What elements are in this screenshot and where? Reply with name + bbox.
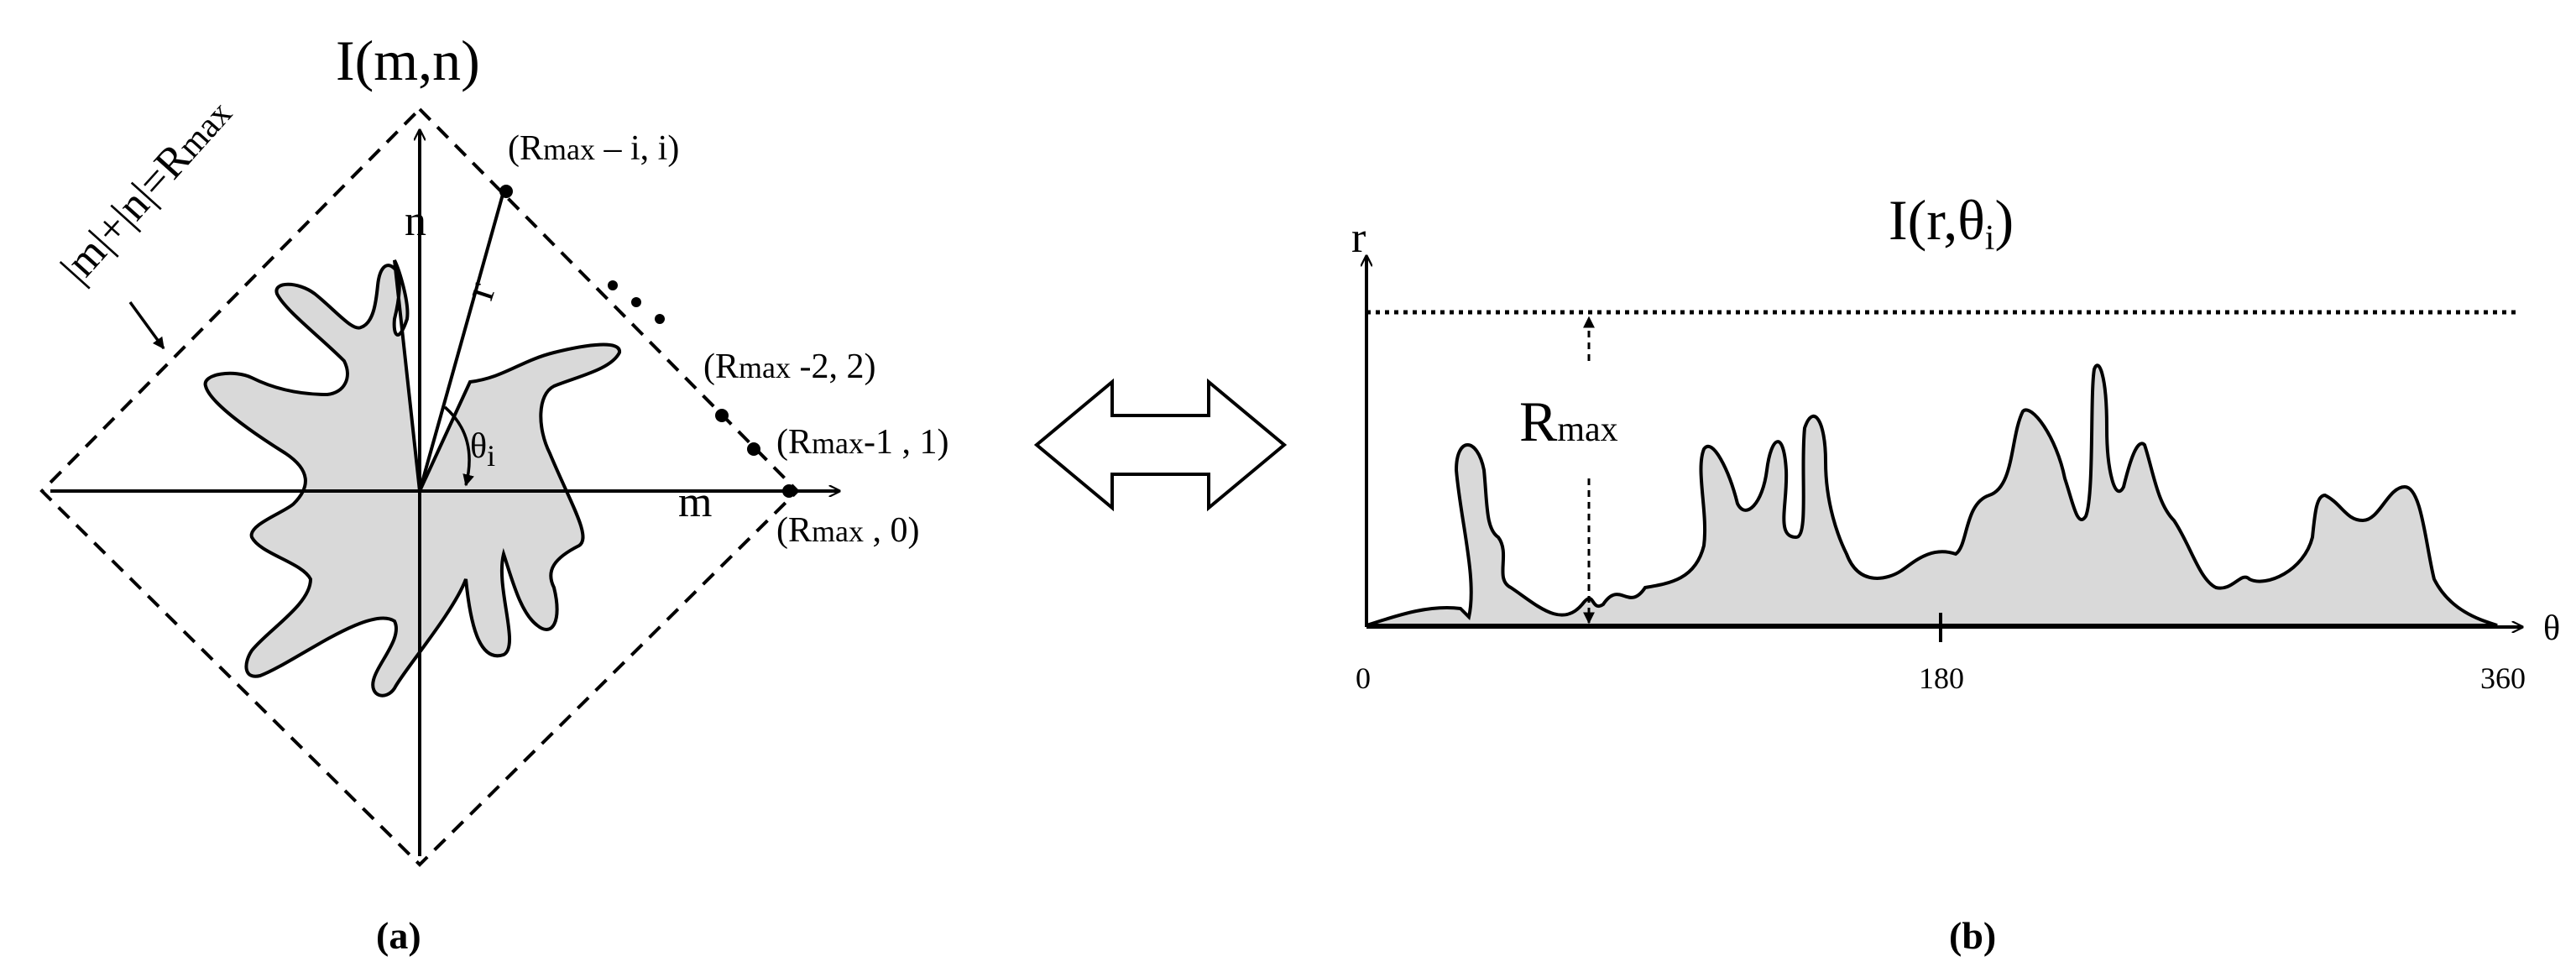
- point-rmax-2: [715, 409, 729, 422]
- axis-theta-label: θ: [2543, 609, 2560, 648]
- blob-shape: [203, 259, 621, 698]
- point-label-rmax-0: (Rmax , 0): [776, 511, 919, 550]
- panel-a: I(m,n) |m|+|n|=Rmax n m r θi (Rmax – i, …: [39, 29, 948, 957]
- point-label-rmax-2: (Rmax -2, 2): [703, 348, 875, 386]
- panel-a-title: I(m,n): [336, 29, 480, 92]
- diamond-boundary: [39, 107, 800, 867]
- radius-line: [418, 191, 505, 492]
- boundary-pointer: [128, 300, 165, 350]
- dot-ellipsis-1: [608, 280, 618, 290]
- point-label-rmax-i: (Rmax – i, i): [508, 129, 679, 168]
- caption-b: (b): [1949, 914, 1996, 957]
- double-arrow: [1033, 378, 1288, 512]
- tick-label-0: 0: [1356, 661, 1371, 695]
- tick-label-360: 360: [2480, 661, 2526, 695]
- boundary-label: |m|+|n|=Rmax: [52, 89, 242, 292]
- axis-n-label: n: [405, 197, 426, 245]
- point-rmax-1: [747, 442, 760, 456]
- panel-b: I(r,θi) r θ Rmax 0 180 360 (b): [1351, 188, 2560, 957]
- tick-label-180: 180: [1919, 661, 1964, 695]
- panel-b-title: I(r,θi): [1889, 188, 2014, 258]
- angle-arc: [443, 405, 474, 487]
- angle-label: θi: [470, 427, 495, 473]
- dot-ellipsis-2: [631, 297, 641, 307]
- axis-r-label: r: [1351, 214, 1366, 262]
- axis-m-label: m: [678, 478, 712, 526]
- caption-a: (a): [376, 914, 421, 957]
- point-rmax-0: [782, 484, 796, 498]
- point-label-rmax-1: (Rmax-1 , 1): [776, 423, 948, 462]
- point-rmax-i: [499, 185, 513, 198]
- dot-ellipsis-3: [655, 314, 665, 324]
- rmax-label: Rmax: [1519, 389, 1618, 453]
- profile-shape: [1366, 363, 2498, 627]
